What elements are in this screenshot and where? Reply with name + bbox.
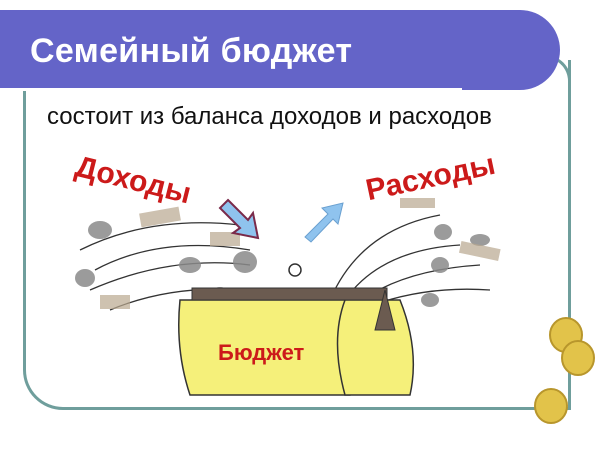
content-frame [23, 60, 571, 410]
gold-coin-icon [534, 317, 595, 424]
subtitle: состоит из баланса доходов и расходов [47, 103, 492, 130]
arrow-up-right-icon [304, 202, 344, 243]
page-title: Семейный бюджет [30, 32, 353, 70]
wallet-icon [178, 263, 415, 396]
banknote-icon [100, 198, 501, 309]
title-underline [0, 88, 462, 91]
arrow-down-right-icon [218, 198, 260, 240]
title-bar: Семейный бюджет [0, 10, 560, 91]
wallet-label: Бюджет [218, 340, 305, 365]
